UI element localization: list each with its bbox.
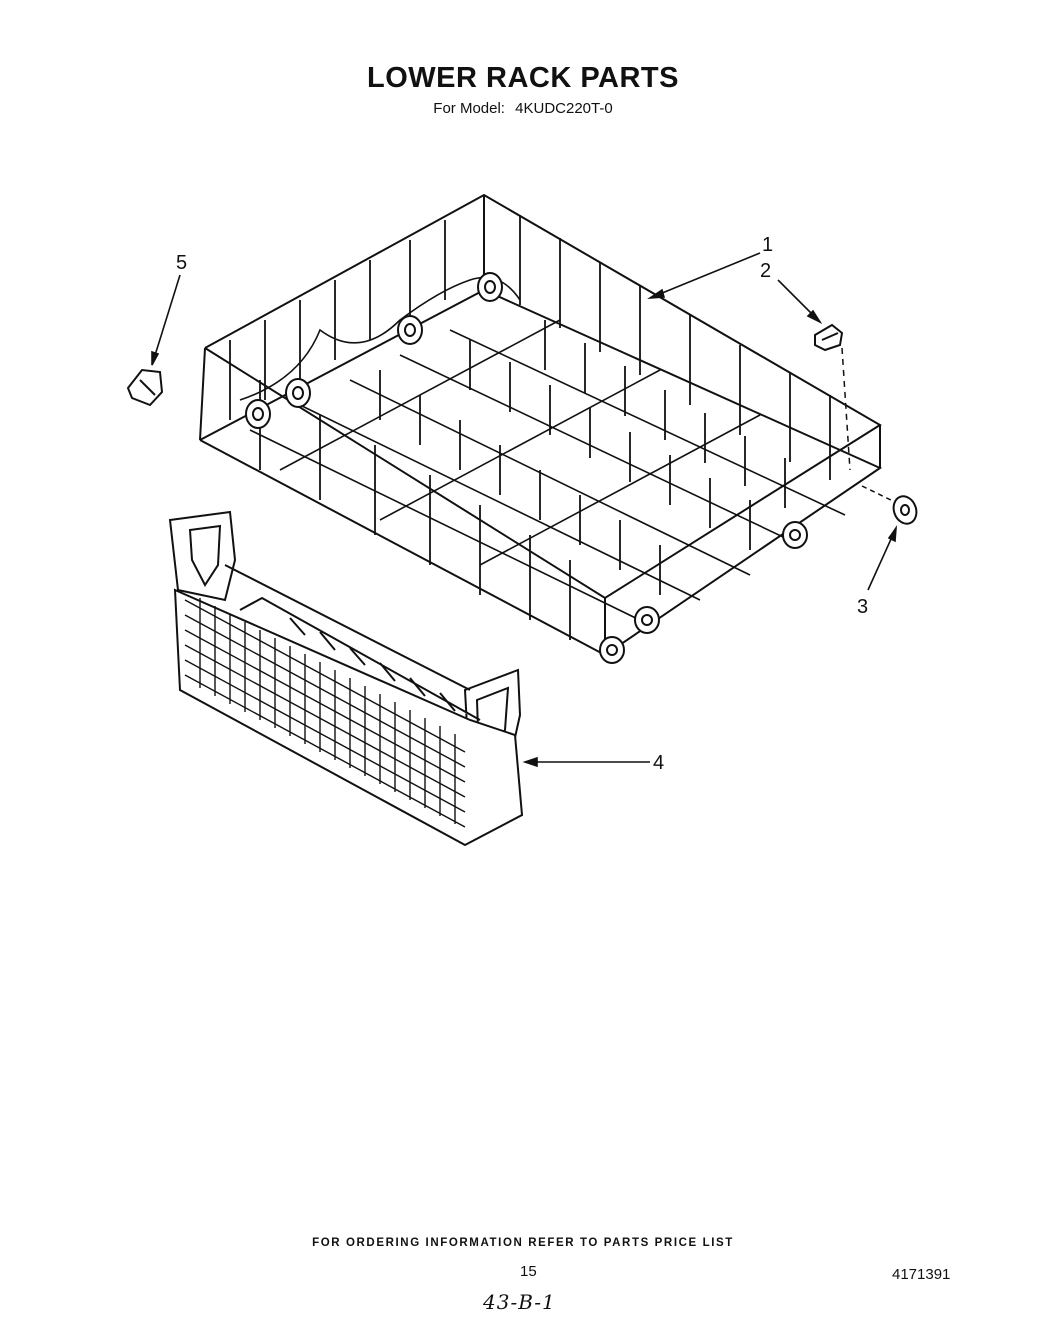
wheel-part	[892, 495, 918, 525]
part-3-dashed-guide	[861, 485, 896, 503]
page-number: 15	[520, 1263, 537, 1280]
silverware-basket	[168, 510, 524, 847]
handwritten-note: 43-B-1	[483, 1290, 556, 1314]
callout-1: 1	[762, 234, 773, 256]
callout-5: 5	[176, 252, 187, 274]
callout-4: 4	[653, 752, 664, 774]
part-2-dashed-guide	[841, 347, 851, 471]
rack-wheels	[245, 272, 808, 664]
basket-grid-holes	[184, 598, 466, 828]
callout-3: 3	[857, 596, 868, 618]
page-title: LOWER RACK PARTS	[367, 62, 679, 94]
callout-2: 2	[760, 260, 771, 282]
subtitle-prefix: For Model:	[433, 100, 505, 117]
rack-clip-part	[814, 323, 844, 352]
ordering-note: FOR ORDERING INFORMATION REFER TO PARTS …	[312, 1237, 734, 1249]
model-number: 4KUDC220T-0	[515, 100, 613, 117]
model-subtitle: For Model: 4KUDC220T-0	[0, 100, 1046, 117]
lower-rack	[199, 193, 883, 657]
leader-lines	[151, 252, 898, 768]
document-number: 4171391	[892, 1266, 951, 1283]
left-clip-part	[126, 368, 164, 407]
